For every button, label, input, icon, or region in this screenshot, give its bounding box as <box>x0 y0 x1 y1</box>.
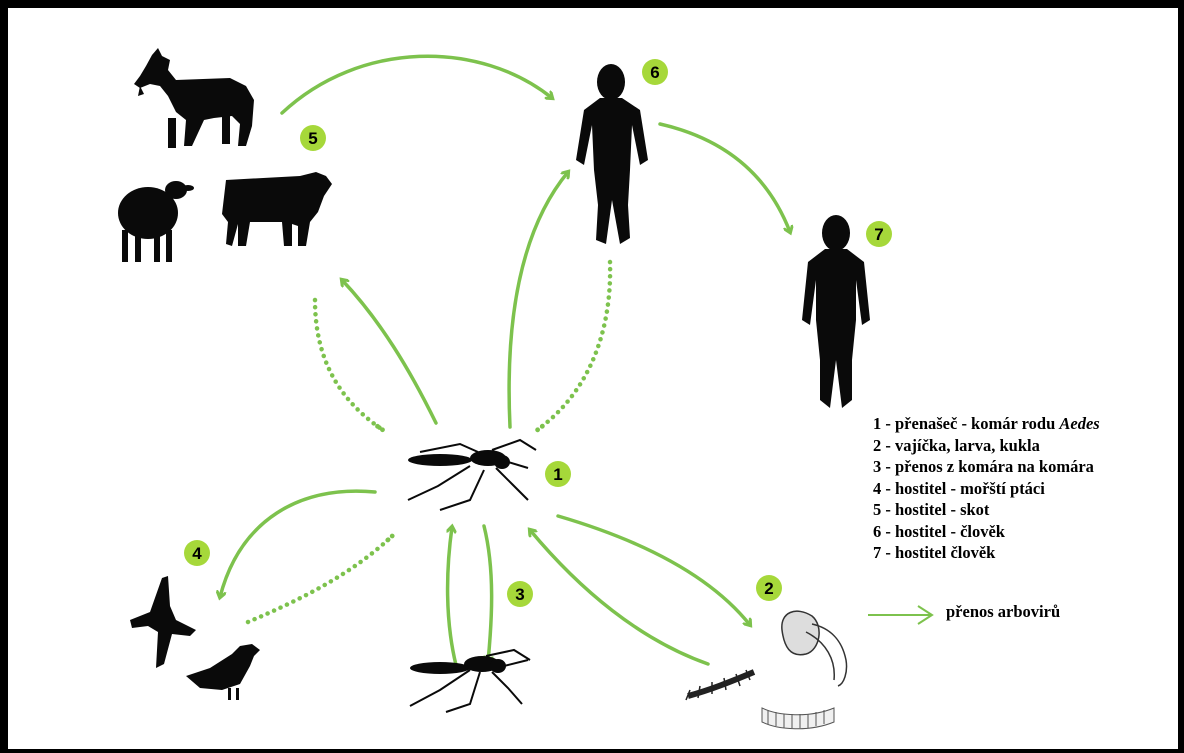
badge-1: 1 <box>545 461 571 487</box>
arrow-human6-to-human7 <box>660 124 790 232</box>
legend-item-1-genus: Aedes <box>1059 414 1099 433</box>
badge-4: 4 <box>184 540 210 566</box>
arrow-mosquito-to-seabirds <box>220 491 375 597</box>
dotted-seabird-to-mosquito <box>248 538 390 622</box>
cow-icon <box>222 172 332 246</box>
pupa-icon <box>782 611 847 686</box>
badge-7: 7 <box>866 221 892 247</box>
badge-3-label: 3 <box>515 585 524 604</box>
arrow-livestock-to-human <box>282 56 552 113</box>
badge-7-label: 7 <box>874 225 883 244</box>
sheep-icon <box>118 181 194 262</box>
human-icon <box>802 215 870 408</box>
legend-item-3: 3 - přenos z komára na komára <box>873 456 1100 478</box>
arrow-mosquito-to-eggs <box>558 516 750 625</box>
legend-item-6: 6 - hostitel - člověk <box>873 521 1100 543</box>
arrow-mosquito-up <box>448 527 456 665</box>
goat-icon <box>134 48 254 148</box>
legend-item-7: 7 - hostitel člověk <box>873 542 1100 564</box>
legend-item-1: 1 - přenašeč - komár rodu Aedes <box>873 413 1100 435</box>
mosquito-icon <box>410 650 530 712</box>
arrow-key-label: přenos arbovirů <box>946 602 1060 622</box>
arrow-larva-to-mosquito <box>530 530 708 664</box>
badge-1-label: 1 <box>553 465 562 484</box>
badge-2-label: 2 <box>764 579 773 598</box>
arrow-mosquito-to-livestock <box>342 280 436 423</box>
egg-raft-icon <box>762 708 834 729</box>
dotted-human-to-mosquito <box>540 262 610 428</box>
arrow-mosquito-down <box>484 526 492 662</box>
badge-6: 6 <box>642 59 668 85</box>
mosquito-icon <box>408 440 536 510</box>
legend-item-4: 4 - hostitel - mořští ptáci <box>873 478 1100 500</box>
arrow-mosquito-to-human <box>509 172 568 427</box>
legend-item-2: 2 - vajíčka, larva, kukla <box>873 435 1100 457</box>
badge-5: 5 <box>300 125 326 151</box>
gull-icon <box>186 644 260 700</box>
badge-4-label: 4 <box>192 544 202 563</box>
human-icon <box>576 64 648 244</box>
larva-icon <box>686 670 754 700</box>
seabird-icon <box>130 576 196 668</box>
legend-item-1-text: 1 - přenašeč - komár rodu <box>873 414 1059 433</box>
legend-item-5: 5 - hostitel - skot <box>873 499 1100 521</box>
legend: 1 - přenašeč - komár rodu Aedes 2 - vají… <box>873 413 1100 564</box>
badge-3: 3 <box>507 581 533 607</box>
badge-5-label: 5 <box>308 129 317 148</box>
badge-6-label: 6 <box>650 63 659 82</box>
dotted-arrows <box>248 262 610 622</box>
dotted-livestock-to-mosquito <box>315 300 380 428</box>
badge-2: 2 <box>756 575 782 601</box>
